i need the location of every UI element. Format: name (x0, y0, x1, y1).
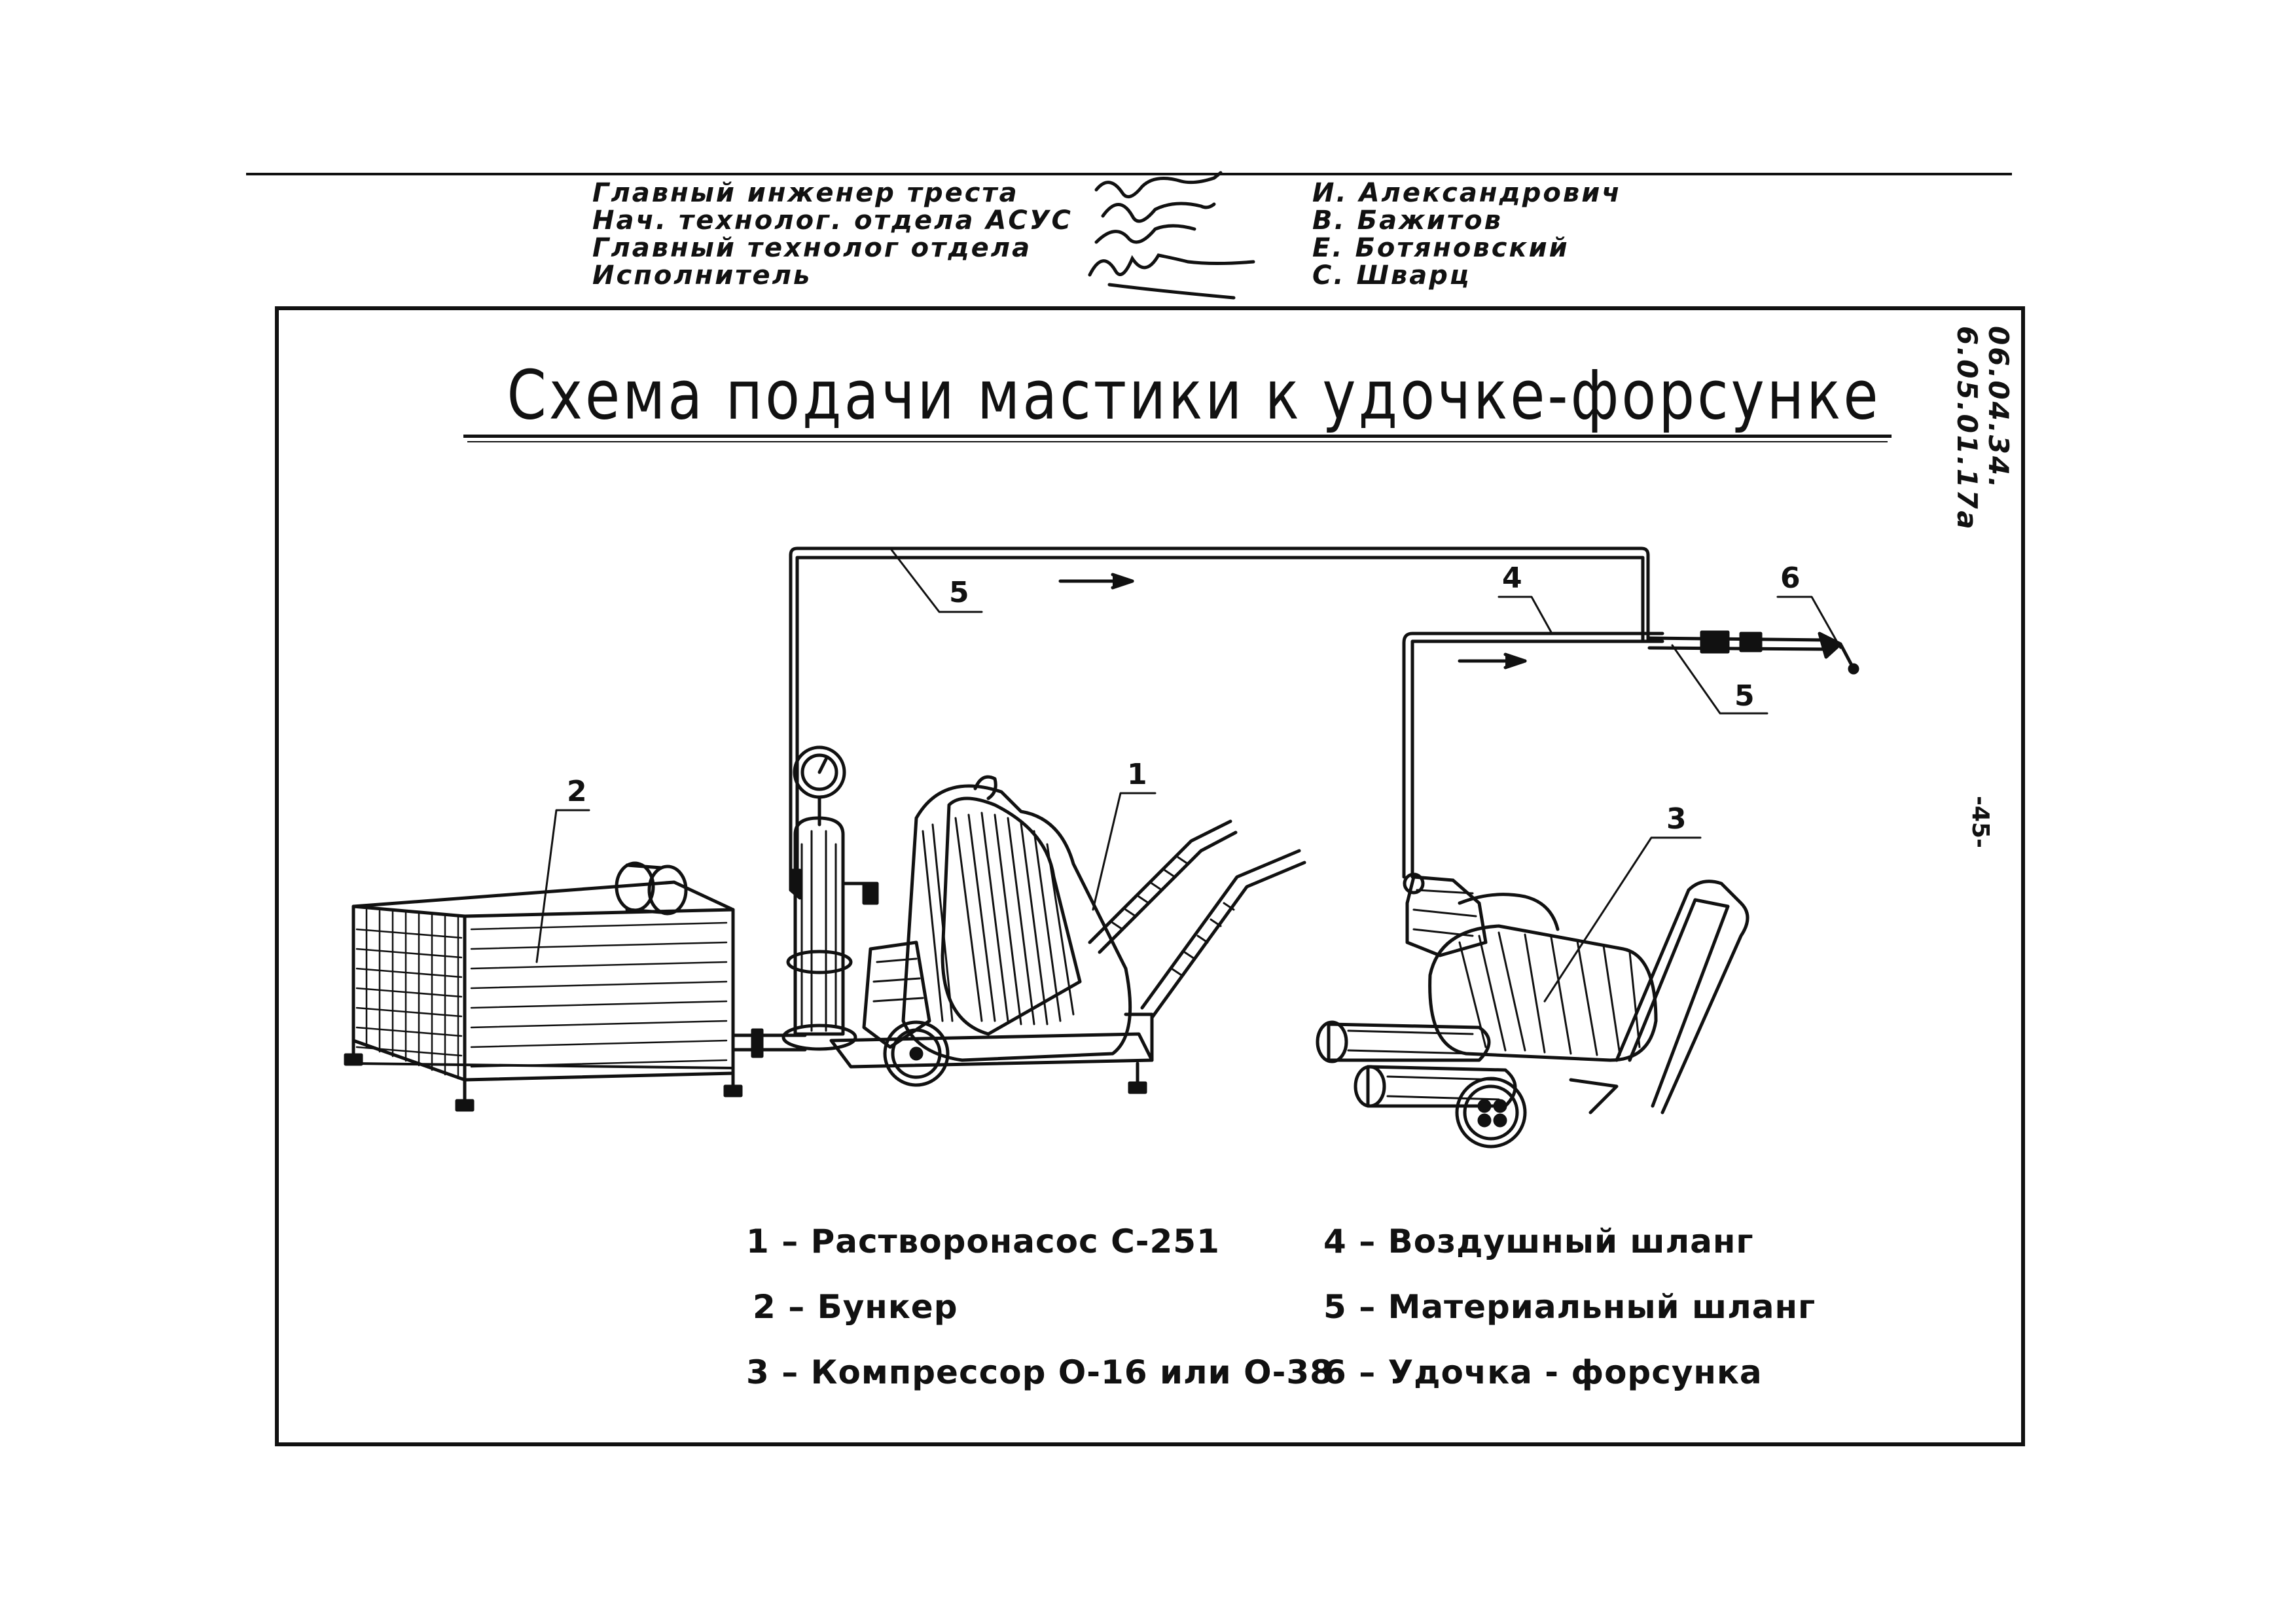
spray-nozzle (1649, 632, 1857, 673)
compressor (1318, 874, 1748, 1147)
legend-item: 2 – Бункер (753, 1288, 958, 1326)
callout-label: 2 (567, 775, 587, 808)
callout-label: 6 (1780, 562, 1801, 595)
legend-item: 3 – Компрессор О-16 или О-38 (746, 1353, 1333, 1391)
air-hose (1404, 633, 1662, 877)
flow-arrow-icon (1460, 654, 1525, 668)
legend-item: 4 – Воздушный шланг (1323, 1222, 1754, 1260)
legend-item: 5 – Материальный шланг (1323, 1288, 1816, 1326)
callout-label: 5 (1734, 679, 1755, 713)
callout-label: 1 (1127, 758, 1147, 791)
bunker (346, 863, 741, 1110)
legend-item: 6 – Удочка - форсунка (1323, 1353, 1763, 1391)
mortar-pump (783, 747, 1304, 1092)
callout-label: 5 (949, 576, 969, 609)
callout-label: 3 (1666, 802, 1687, 836)
legend-item: 1 – Растворонасос С-251 (746, 1222, 1220, 1260)
flow-arrow-icon (1060, 575, 1132, 588)
callout-label: 4 (1502, 562, 1522, 595)
